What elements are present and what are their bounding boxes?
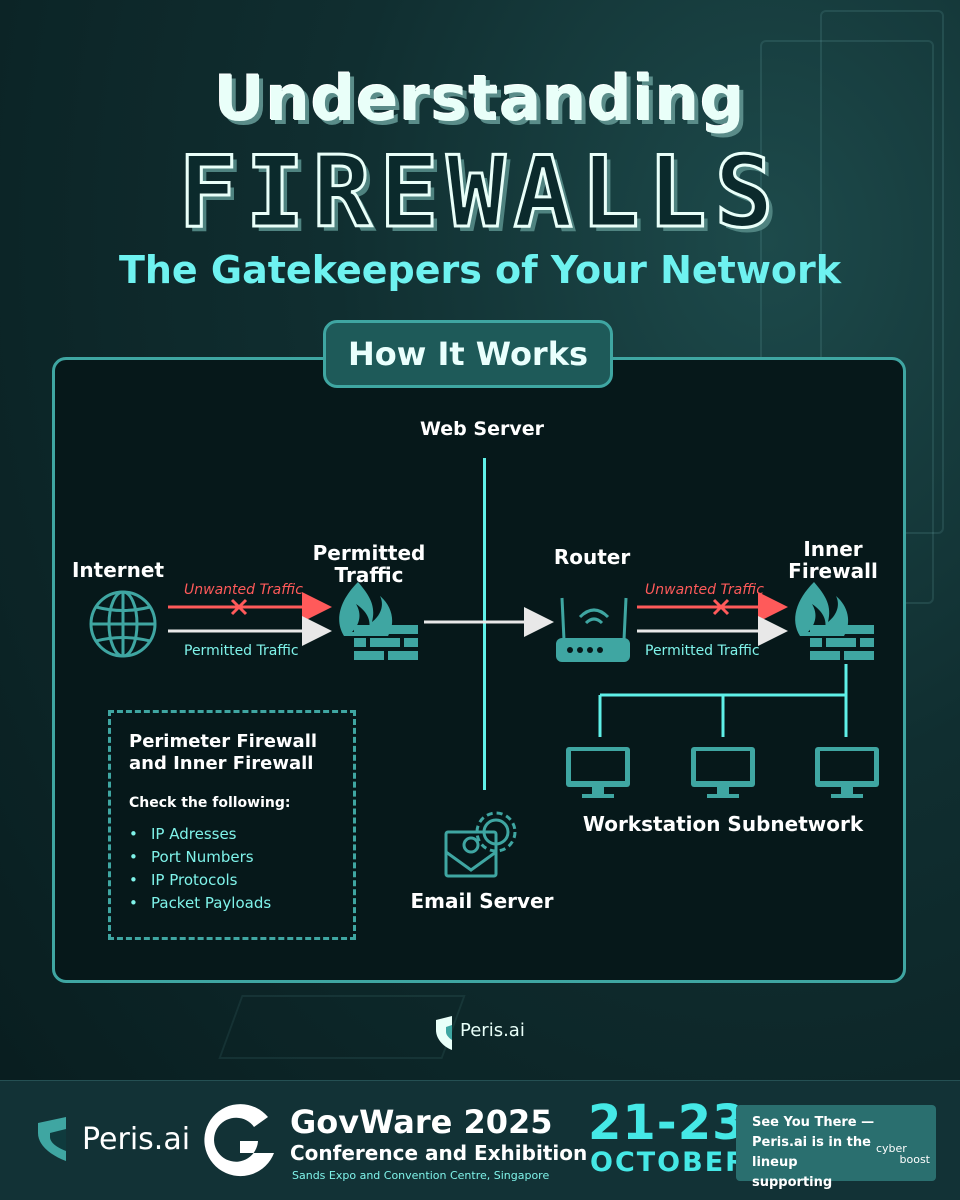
title-line-1: Understanding — [214, 62, 746, 135]
diagram-panel — [52, 357, 906, 983]
peris-logo-text: Peris.ai — [460, 1020, 525, 1041]
web-server-line — [483, 458, 486, 790]
unwanted-traffic-left: Unwanted Traffic — [184, 582, 303, 598]
email-server-label: Email Server — [410, 889, 554, 913]
event-month: OCTOBER — [590, 1147, 748, 1178]
event-dates: 21-23 — [588, 1095, 747, 1151]
unwanted-traffic-right: Unwanted Traffic — [645, 582, 764, 598]
list-item: •Packet Payloads — [129, 894, 272, 912]
how-it-works-heading: How It Works — [323, 320, 613, 388]
footer-peris-text: Peris.ai — [82, 1121, 191, 1157]
govware-logo-icon — [204, 1104, 274, 1177]
inner-firewall-label: Inner Firewall — [788, 537, 878, 583]
title-line-2: FIREWALLS — [177, 135, 782, 252]
peris-logo: Peris.ai — [460, 1020, 525, 1041]
checklist-subtitle: Check the following: — [129, 795, 291, 811]
cyberboost-logo: cyber boost — [876, 1143, 930, 1165]
footer-banner: Peris.ai GovWare 2025 Conference and Exh… — [0, 1080, 960, 1200]
list-item: •IP Protocols — [129, 871, 238, 889]
event-subtitle: Conference and Exhibition — [290, 1141, 588, 1165]
event-title: GovWare 2025 — [290, 1103, 553, 1141]
web-server-label: Web Server — [420, 418, 544, 440]
laptop-decoration — [218, 995, 466, 1059]
list-item: •Port Numbers — [129, 848, 254, 866]
cyberboost-line2: boost — [899, 1153, 931, 1166]
event-location: Sands Expo and Convention Centre, Singap… — [292, 1169, 550, 1182]
permitted-traffic-node-label: Permitted Traffic — [312, 541, 426, 587]
permitted-traffic-left: Permitted Traffic — [184, 643, 299, 659]
checklist-list: •IP Adresses •Port Numbers •IP Protocols… — [129, 825, 271, 917]
cta-text: See You There — Peris.ai is in the lineu… — [752, 1115, 875, 1190]
checklist-title: Perimeter Firewall and Inner Firewall — [129, 731, 318, 774]
cyberboost-line1: cyber — [876, 1142, 907, 1155]
subtitle: The Gatekeepers of Your Network — [118, 248, 842, 292]
checklist-box: Perimeter Firewall and Inner Firewall Ch… — [108, 710, 356, 940]
router-label: Router — [553, 545, 631, 569]
list-item: •IP Adresses — [129, 825, 237, 843]
footer-peris-logo: Peris.ai — [36, 1117, 190, 1161]
shield-logo-icon — [38, 1117, 66, 1161]
cta-box: See You There — Peris.ai is in the lineu… — [736, 1105, 936, 1190]
workstation-subnetwork-label: Workstation Subnetwork — [582, 812, 864, 836]
permitted-traffic-right: Permitted Traffic — [645, 643, 760, 659]
internet-label: Internet — [71, 558, 165, 582]
